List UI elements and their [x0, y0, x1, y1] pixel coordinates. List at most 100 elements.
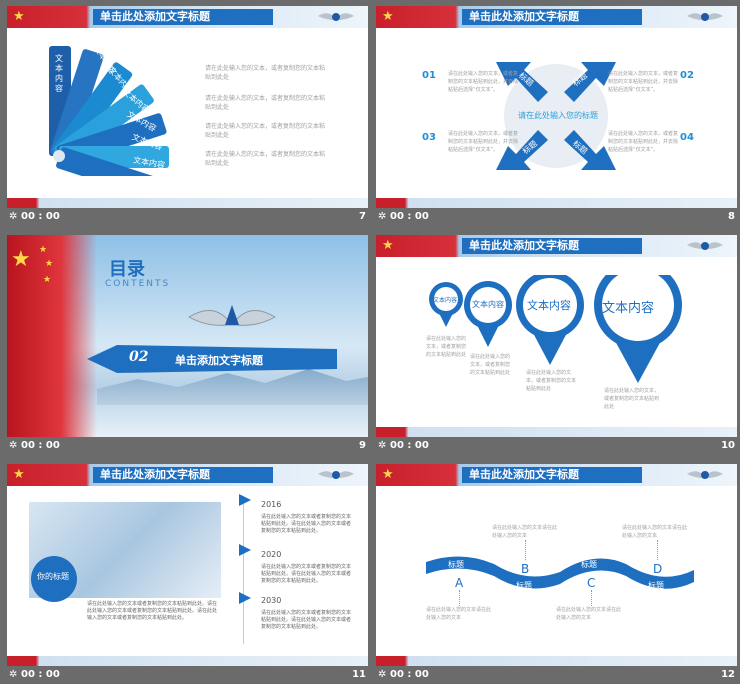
- transition-icon: ✲: [9, 211, 18, 222]
- year-text-1: 请在此处输入您的文本或者复制您的文本粘贴到此处。请在此处输入您的文本或者复制您的…: [261, 514, 352, 534]
- timing: 00 : 00: [21, 669, 60, 680]
- fan-label-1: 文本内容: [55, 54, 63, 93]
- star-icon: ★: [13, 467, 25, 482]
- thumbnail-slide-7[interactable]: ★ 单击此处添加文字标题 文本内容 文本内容 文本内容 文本内容 文本内容 文本…: [7, 6, 368, 228]
- flag-star-icon: ★: [11, 247, 31, 272]
- transition-icon: ✲: [378, 211, 387, 222]
- paragraph-2: 请在此处输入您的文本，或者复制您的文本粘贴到此处: [205, 95, 326, 111]
- slide-header: ★ 单击此处添加文字标题: [7, 6, 368, 28]
- fan-diagram: [49, 46, 169, 176]
- star-icon: ★: [13, 9, 25, 24]
- connector-a: [459, 590, 461, 606]
- transition-icon: ✲: [9, 440, 18, 451]
- status-bar: ✲ 00 : 00 10: [376, 439, 737, 455]
- year-text-2: 请在此处输入您的文本或者复制您的文本粘贴到此处。请在此处输入您的文本或者复制您的…: [261, 564, 352, 584]
- section-number: 02: [129, 349, 149, 365]
- pin-label-3: 文本内容: [527, 299, 571, 312]
- year-1: 2016: [261, 500, 282, 509]
- connector-b: [525, 540, 527, 560]
- paragraph-4: 请在此处输入您的文本，或者复制您的文本粘贴到此处: [205, 151, 326, 167]
- status-bar: ✲ 00 : 00 11: [7, 668, 368, 684]
- bottom-bar: [376, 427, 737, 437]
- slide-number: 11: [352, 669, 366, 680]
- thumbnail-slide-12[interactable]: ★ 单击此处添加文字标题 标题 标题 标题 标题 A B C D 请在此处输入您…: [376, 464, 737, 684]
- wing-emblem-icon: [687, 13, 723, 21]
- bottom-bar: [376, 198, 737, 208]
- photo-text: 请在此处输入您的文本或者复制您的文本粘贴到此处。请在此处输入您的文本或者复制您的…: [87, 601, 218, 621]
- wing-emblem-icon: [687, 242, 723, 250]
- slide-number: 12: [721, 669, 735, 680]
- bottom-bar: [7, 198, 368, 208]
- letter-d: D: [653, 562, 663, 576]
- slide-title: 单击此处添加文字标题: [469, 239, 579, 252]
- text-a: 请在此处输入您的文本请在此处输入您的文本: [426, 607, 492, 621]
- connector-c: [591, 590, 593, 606]
- slide-8: ★ 单击此处添加文字标题 标题 标题 标题 标题 请在此处输入您的标题 01 请…: [376, 6, 737, 208]
- slide-header: ★ 单击此处添加文字标题: [376, 235, 737, 257]
- slide-header: ★ 单击此处添加文字标题: [7, 464, 368, 486]
- slide-number: 7: [359, 211, 366, 222]
- slide-header: ★ 单击此处添加文字标题: [376, 464, 737, 486]
- wave-label-2: 标题: [516, 581, 532, 590]
- title-bar: [462, 467, 642, 483]
- pin-label-1: 文本内容: [433, 297, 458, 304]
- star-icon: ★: [382, 467, 394, 482]
- text-b: 请在此处输入您的文本请在此处输入您的文本: [492, 525, 558, 539]
- red-curtain: [7, 235, 97, 437]
- letter-b: B: [521, 562, 530, 576]
- item-text-02: 请在此处输入您的文本，或者复制您的文本粘贴到此处，并去除粘贴后选择“仅文本”。: [608, 71, 679, 93]
- letter-c: C: [587, 576, 596, 590]
- year-2: 2020: [261, 550, 282, 559]
- paragraph-1: 请在此处输入您的文本，或者复制您的文本粘贴到此处: [205, 65, 326, 81]
- year-3: 2030: [261, 596, 282, 605]
- year-marker-1: [239, 494, 251, 506]
- toc-title: 目录: [109, 259, 145, 280]
- text-d: 请在此处输入您的文本请在此处输入您的文本: [622, 525, 688, 539]
- pin-label-4: 文本内容: [602, 301, 655, 316]
- pin-text-3: 请在此处输入您的文本，或者复制您的文本粘贴到此处: [526, 370, 577, 392]
- photo-label: 你的标题: [37, 572, 69, 581]
- wave-label-3: 标题: [581, 560, 597, 569]
- slide-9: ★ ★ ★ ★ 目录 CONTENTS 02 单击添加文字标题: [7, 235, 368, 437]
- pin-text-1: 请在此处输入您的文本，或者复制您的文本粘贴到此处: [426, 336, 467, 358]
- transition-icon: ✲: [9, 669, 18, 680]
- small-star-icon: ★: [45, 259, 54, 269]
- pins-diagram: [429, 275, 682, 383]
- wing-emblem-icon: [318, 13, 354, 21]
- letter-a: A: [455, 576, 464, 590]
- item-num-03: 03: [422, 132, 436, 143]
- status-bar: ✲ 00 : 00 9: [7, 439, 368, 455]
- status-bar: ✲ 00 : 00 12: [376, 668, 737, 684]
- pin-text-2: 请在此处输入您的文本，或者复制您的文本粘贴到此处: [470, 354, 511, 376]
- wave-label-4: 标题: [648, 581, 664, 590]
- timeline-line: [243, 496, 244, 644]
- banner-arrow: [87, 345, 337, 373]
- slide-title: 单击此处添加文字标题: [469, 468, 579, 481]
- slide-10: ★ 单击此处添加文字标题 文本内容 文本内容 文本内容 文本内容: [376, 235, 737, 437]
- bottom-bar: [376, 656, 737, 666]
- year-text-3: 请在此处输入您的文本或者复制您的文本粘贴到此处。请在此处输入您的文本或者复制您的…: [261, 610, 352, 630]
- photo-label-circle: [31, 556, 77, 602]
- small-star-icon: ★: [39, 245, 48, 255]
- title-bar: [462, 238, 642, 254]
- item-text-04: 请在此处输入您的文本，或者复制您的文本粘贴到此处，并去除粘贴后选择“仅文本”。: [608, 131, 679, 153]
- arrow-diagram: [496, 62, 616, 170]
- timing: 00 : 00: [21, 211, 60, 222]
- thumbnail-slide-10[interactable]: ★ 单击此处添加文字标题 文本内容 文本内容 文本内容 文本内容: [376, 235, 737, 457]
- year-marker-3: [239, 592, 251, 604]
- star-icon: ★: [382, 238, 394, 253]
- center-title: 请在此处输入您的标题: [518, 111, 598, 120]
- status-bar: ✲ 00 : 00 8: [376, 210, 737, 226]
- slide-7: ★ 单击此处添加文字标题 文本内容 文本内容 文本内容 文本内容 文本内容 文本…: [7, 6, 368, 208]
- wing-emblem-icon: [687, 471, 723, 479]
- slide-number: 9: [359, 440, 366, 451]
- year-marker-2: [239, 544, 251, 556]
- slide-title: 单击此处添加文字标题: [100, 10, 210, 23]
- thumbnail-slide-11[interactable]: ★ 单击此处添加文字标题 你的标题 请在此处输入您的文本或者复制您的文本粘贴到此…: [7, 464, 368, 684]
- slide-title: 单击此处添加文字标题: [100, 468, 210, 481]
- thumbnail-slide-9[interactable]: ★ ★ ★ ★ 目录 CONTENTS 02 单击添加文字标题 ✲ 00 : 0…: [7, 235, 368, 457]
- pin-label-2: 文本内容: [472, 300, 504, 309]
- item-text-01: 请在此处输入您的文本，或者复制您的文本粘贴到此处，并去除粘贴后选择“仅文本”。: [448, 71, 519, 93]
- title-bar: [462, 9, 642, 25]
- thumbnail-slide-8[interactable]: ★ 单击此处添加文字标题 标题 标题 标题 标题 请在此处输入您的标题 01 请…: [376, 6, 737, 228]
